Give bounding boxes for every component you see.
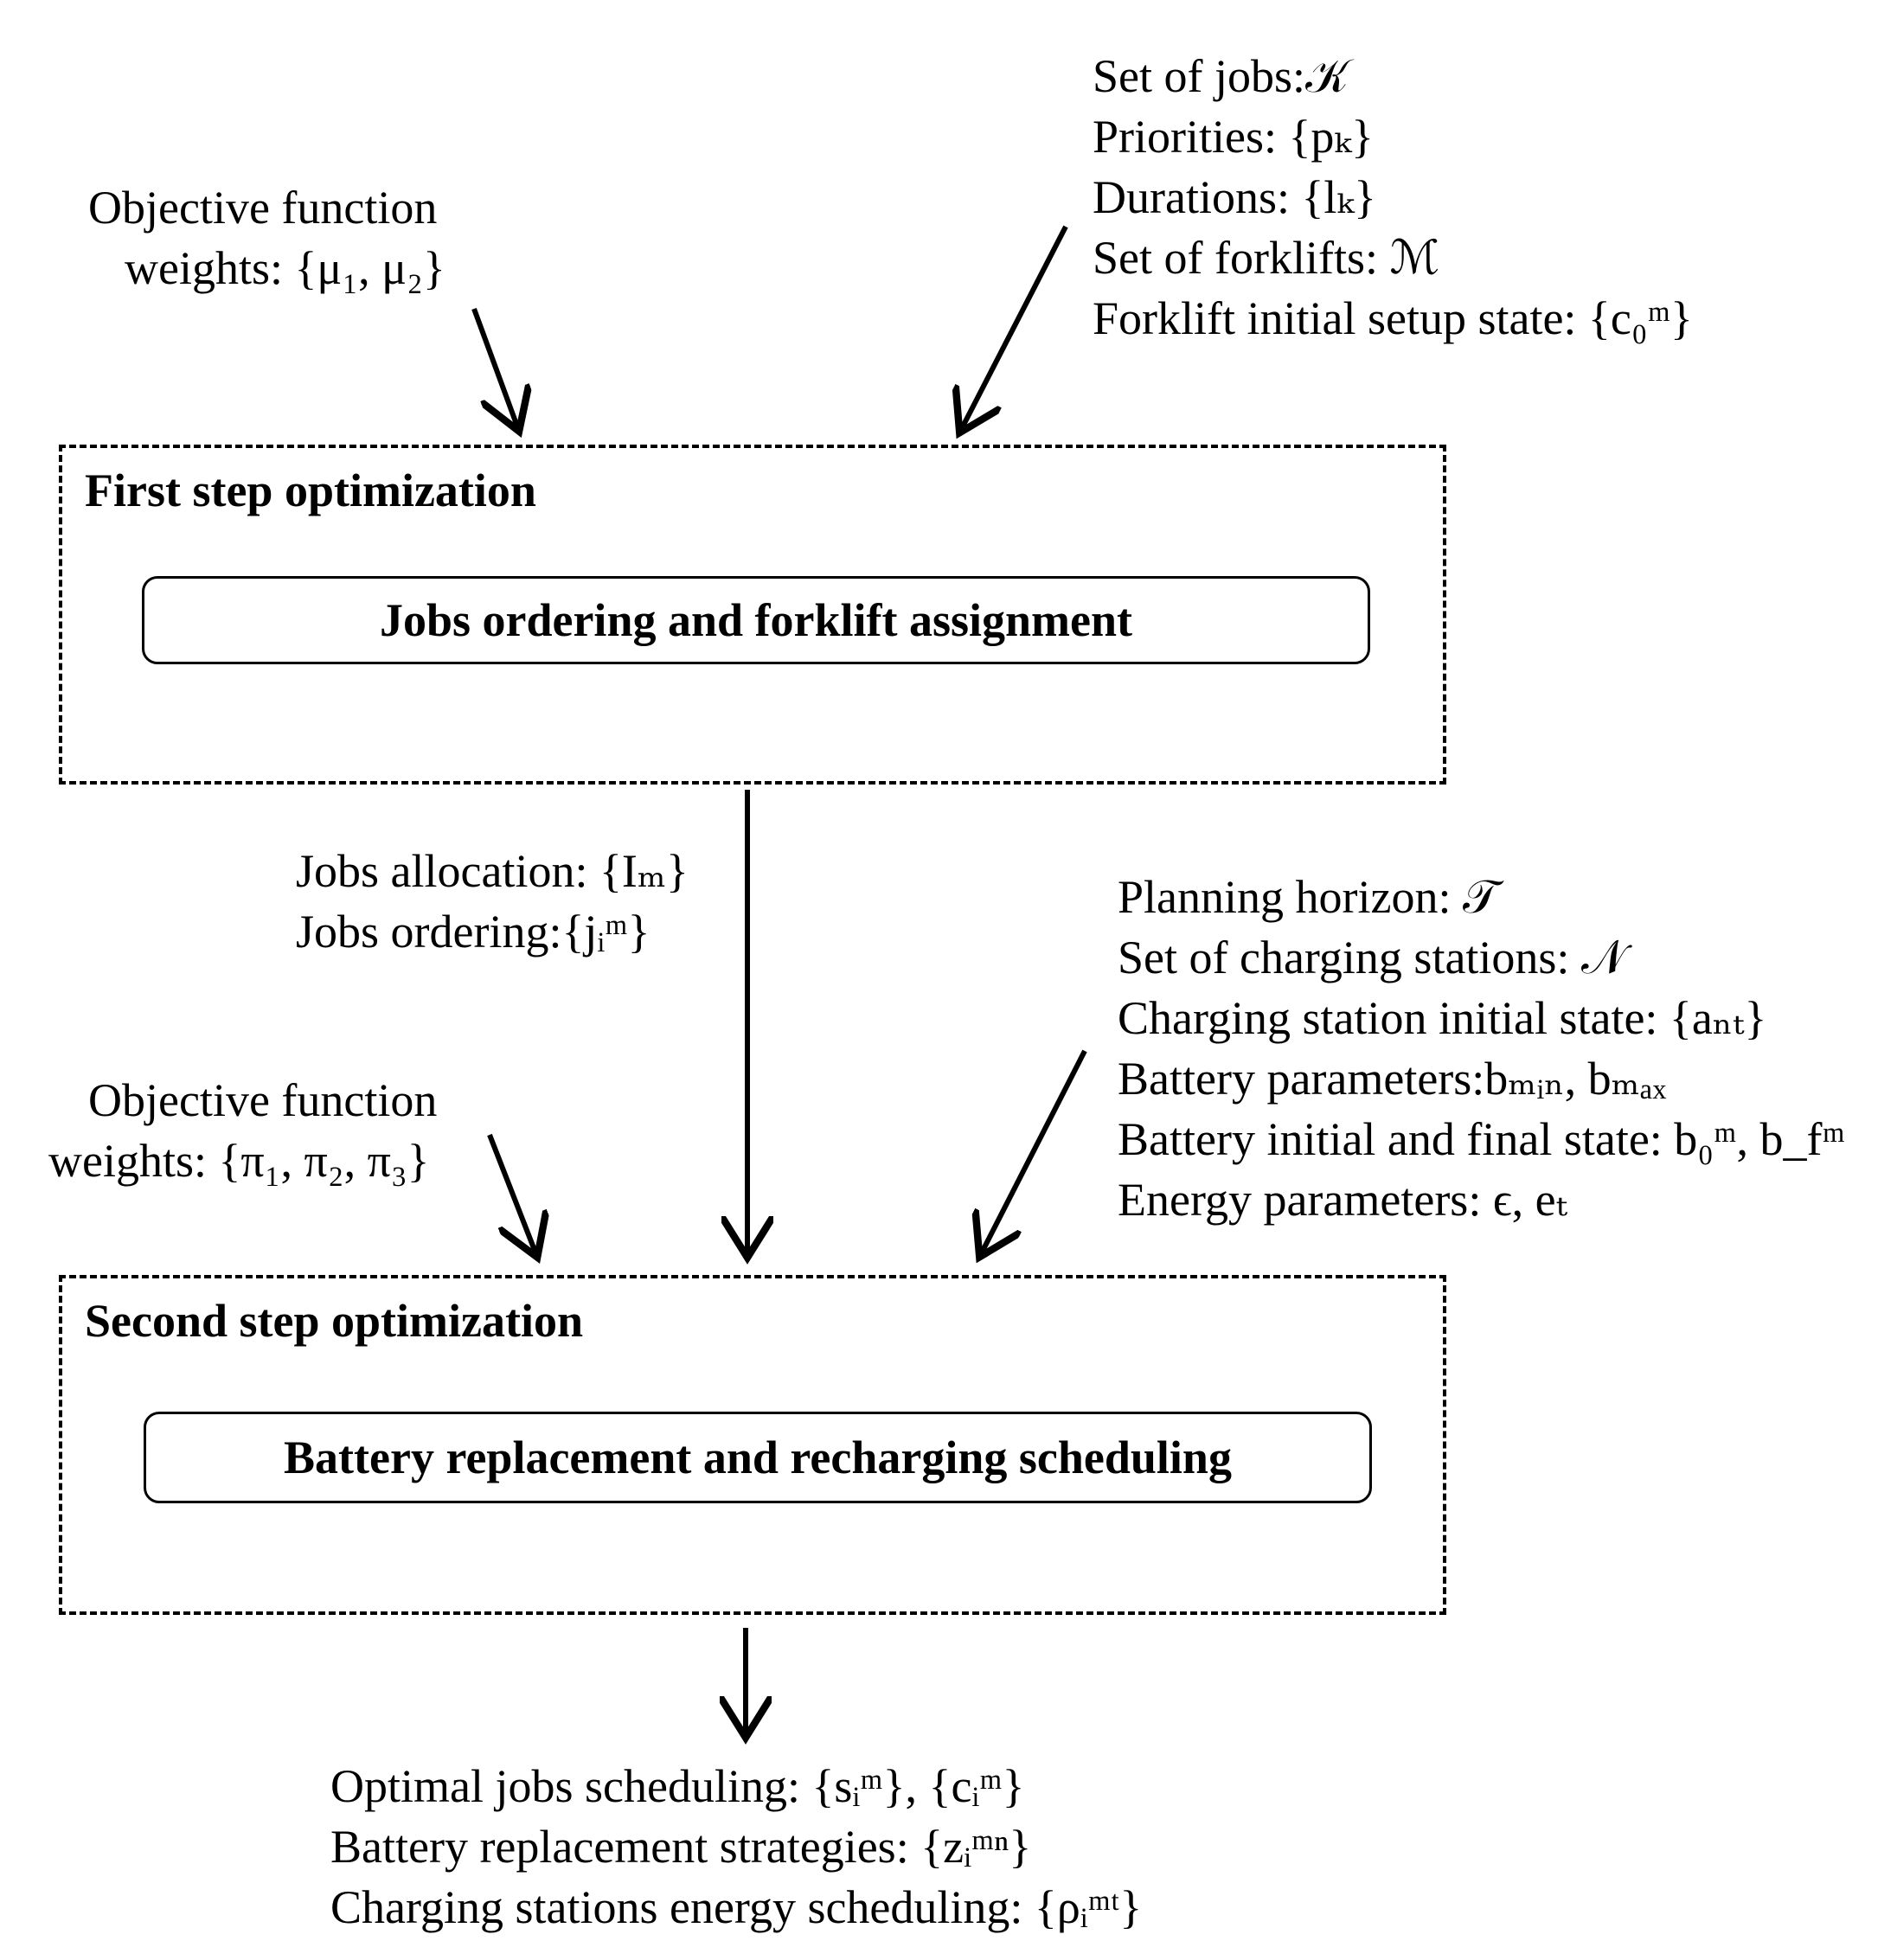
arrow-charging-to-second-step [982, 1049, 1087, 1252]
input-battery-initial-final-state: Battery initial and final state: b₀ᵐ, b_… [1118, 1113, 1845, 1165]
objective-weights-pi-line2: weights: {π₁, π₂, π₃} [48, 1135, 430, 1187]
input-forklift-initial-state: Forklift initial setup state: {c₀ᵐ} [1093, 292, 1693, 344]
input-set-of-jobs: Set of jobs:𝒦 [1093, 50, 1349, 102]
final-outputs: Optimal jobs scheduling: {sᵢᵐ}, {cᵢᵐ} Ba… [330, 1756, 1142, 1938]
input-battery-parameters: Battery parameters:bₘᵢₙ, bₘₐₓ [1118, 1053, 1667, 1105]
arrow-jobs-to-first-step [962, 225, 1068, 428]
arrow-weights-to-second-step [487, 1133, 535, 1252]
objective-weights-mu: Objective function weights: {μ₁, μ₂} [88, 177, 445, 298]
output-battery-replacement-strategies: Battery replacement strategies: {zᵢᵐⁿ} [330, 1821, 1032, 1873]
first-step-group: First step optimization Jobs ordering an… [59, 445, 1446, 785]
objective-weights-mu-line2: weights: {μ₁, μ₂} [125, 242, 445, 294]
first-step-title: First step optimization [85, 464, 536, 516]
input-durations: Durations: {lₖ} [1093, 171, 1377, 223]
objective-weights-pi: Objective function weights: {π₁, π₂, π₃} [48, 1070, 437, 1191]
first-step-process-box: Jobs ordering and forklift assignment [142, 576, 1370, 664]
second-step-process-box: Battery replacement and recharging sched… [144, 1412, 1372, 1503]
charging-inputs: Planning horizon: 𝒯 Set of charging stat… [1118, 867, 1845, 1230]
second-step-title: Second step optimization [85, 1295, 584, 1347]
input-set-of-charging-stations: Set of charging stations: 𝒩 [1118, 932, 1626, 983]
arrow-weights-to-first-step [471, 307, 517, 426]
output-optimal-jobs-scheduling: Optimal jobs scheduling: {sᵢᵐ}, {cᵢᵐ} [330, 1760, 1025, 1812]
input-priorities: Priorities: {pₖ} [1093, 111, 1375, 163]
input-set-of-forklifts: Set of forklifts: ℳ [1093, 232, 1440, 284]
input-planning-horizon: Planning horizon: 𝒯 [1118, 871, 1499, 923]
objective-weights-pi-line1: Objective function [88, 1074, 438, 1126]
first-step-outputs: Jobs allocation: {Iₘ} Jobs ordering:{jᵢᵐ… [296, 841, 689, 962]
output-charging-energy-scheduling: Charging stations energy scheduling: {ρᵢ… [330, 1881, 1143, 1933]
output-jobs-ordering: Jobs ordering:{jᵢᵐ} [296, 906, 650, 958]
objective-weights-mu-line1: Objective function [88, 182, 438, 234]
job-forklift-inputs: Set of jobs:𝒦 Priorities: {pₖ} Durations… [1093, 46, 1693, 349]
input-energy-parameters: Energy parameters: ϵ, eₜ [1118, 1174, 1567, 1226]
input-charging-station-initial-state: Charging station initial state: {aₙₜ} [1118, 992, 1767, 1044]
output-jobs-allocation: Jobs allocation: {Iₘ} [296, 845, 689, 897]
second-step-group: Second step optimization Battery replace… [59, 1275, 1446, 1615]
